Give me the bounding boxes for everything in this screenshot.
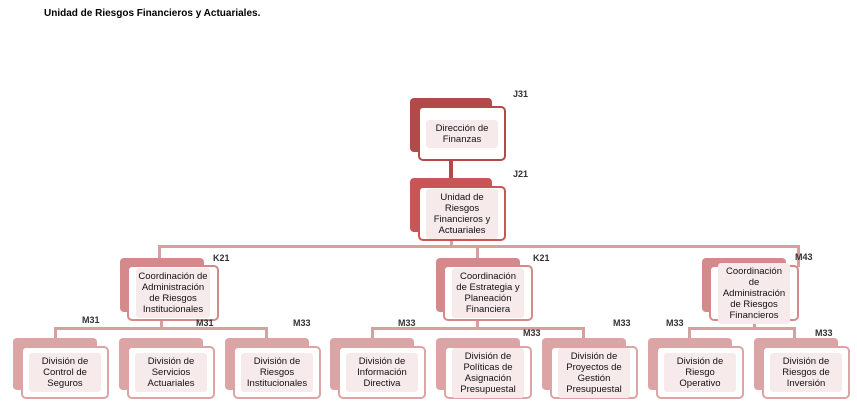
node-box: Coordinación de Administración de Riesgo…	[127, 265, 219, 321]
node-code: J31	[513, 89, 529, 99]
node-box: División de Información Directiva	[338, 346, 426, 399]
connector	[371, 327, 585, 330]
connector	[688, 327, 796, 330]
node-label: División de Riesgo Operativo	[664, 353, 736, 392]
connector	[449, 160, 453, 178]
connector	[450, 240, 453, 247]
node-box: Dirección de Finanzas	[418, 106, 506, 161]
connector	[476, 320, 479, 328]
node-label: División de Información Directiva	[346, 353, 418, 392]
node-label: División de Políticas de Asignación Pres…	[452, 347, 524, 398]
node-code: K21	[213, 253, 230, 263]
node-code: M33	[666, 318, 684, 328]
connector	[160, 320, 163, 328]
node-label: Unidad de Riesgos Financieros y Actuaria…	[426, 188, 498, 239]
node-code: M33	[293, 318, 311, 328]
connector	[54, 327, 57, 339]
connector	[158, 245, 800, 248]
node-label: División de Proyectos de Gestión Presupu…	[558, 347, 630, 398]
page-title: Unidad de Riesgos Financieros y Actuaria…	[44, 8, 261, 19]
node-label: División de Riesgos Institucionales	[241, 353, 313, 392]
node-box: División de Riesgos de Inversión	[762, 346, 850, 399]
node-label: División de Control de Seguros	[29, 353, 101, 392]
node-code: M31	[196, 318, 214, 328]
connector	[476, 245, 479, 259]
node-box: División de Políticas de Asignación Pres…	[444, 346, 532, 399]
node-code: M33	[523, 328, 541, 338]
node-label: Coordinación de Estrategia y Planeación …	[451, 268, 525, 318]
node-code: M31	[82, 315, 100, 325]
node-label: División de Servicios Actuariales	[135, 353, 207, 392]
node-box: Unidad de Riesgos Financieros y Actuaria…	[418, 186, 506, 241]
node-box: Coordinación de Administración de Riesgo…	[709, 262, 799, 324]
node-box: División de Proyectos de Gestión Presupu…	[550, 346, 638, 399]
node-label: Coordinación de Administración de Riesgo…	[135, 268, 211, 318]
connector	[793, 327, 796, 339]
node-code: M33	[398, 318, 416, 328]
connector	[371, 327, 374, 339]
node-code: K21	[533, 253, 550, 263]
node-code: M33	[815, 328, 833, 338]
node-label: Dirección de Finanzas	[426, 119, 498, 148]
node-box: División de Control de Seguros	[21, 346, 109, 399]
connector	[753, 320, 756, 328]
node-label: Coordinación de Administración de Riesgo…	[717, 262, 791, 324]
connector	[797, 245, 800, 267]
node-box: Coordinación de Estrategia y Planeación …	[443, 265, 533, 321]
node-code: J21	[513, 169, 529, 179]
node-label: División de Riesgos de Inversión	[770, 353, 842, 392]
node-box: División de Riesgos Institucionales	[233, 346, 321, 399]
node-code: M33	[613, 318, 631, 328]
connector	[265, 327, 268, 339]
node-code: M43	[795, 252, 813, 262]
node-box: División de Servicios Actuariales	[127, 346, 215, 399]
node-box: División de Riesgo Operativo	[656, 346, 744, 399]
connector	[54, 327, 268, 330]
connector	[582, 327, 585, 339]
connector	[158, 245, 161, 259]
connector	[688, 327, 691, 339]
